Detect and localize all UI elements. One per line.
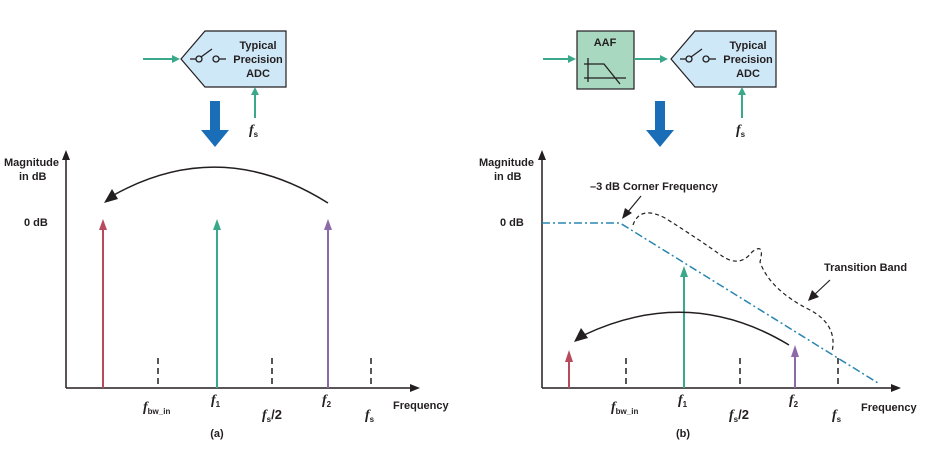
fs-label-b: fs [736,123,746,139]
y-label-a-2: in dB [19,171,47,183]
x-label-b: Frequency [861,402,918,414]
tick-label-f2-a: f2 [322,393,332,409]
aaf-block [576,30,635,90]
adc-label-b-2: Precision [723,54,773,66]
tone-f2-a [324,219,332,388]
tone-f1-b [680,266,688,388]
tick-label-f1-b: f1 [678,393,688,409]
adc-block-b [670,30,777,88]
tone-f1-a [213,219,221,388]
transition-band [632,212,834,353]
zero-db-b: 0 dB [500,217,524,229]
corner-arrow [626,195,642,214]
caption-b: (b) [676,428,690,440]
panel-b: AAF Typical Precision ADC fs [479,30,918,440]
input-arrowhead-a [172,55,180,63]
adc-label-a-1: Typical [239,40,276,52]
y-label-b-1: Magnitude [479,157,534,169]
y-label-b-2: in dB [494,171,522,183]
aaf-label: AAF [594,37,617,49]
down-arrow-b [646,101,674,147]
adc-label-b-3: ADC [736,68,760,80]
transition-arrow [812,279,831,297]
y-label-a-1: Magnitude [4,157,59,169]
tone-alias-b [565,350,573,388]
tick-label-fs-b: fs [832,408,842,424]
tick-label-fs2-b: fs/2 [729,407,749,424]
adc-label-a-2: Precision [233,54,283,66]
switch-icon-b [680,48,716,63]
fold-arrowhead-a [104,189,118,203]
lowpass-icon [584,58,626,85]
zero-db-a: 0 dB [24,217,48,229]
fold-arc-a [111,166,329,204]
fold-arc-b [583,311,790,346]
caption-a: (a) [210,428,224,440]
tick-label-f1-a: f1 [211,393,221,409]
transition-label: Transition Band [824,262,907,274]
tone-f2-b [791,345,799,388]
adc-label-a-3: ADC [246,68,270,80]
adc-block-a [180,30,287,88]
fs-label-a: fs [249,123,259,139]
switch-icon-a [190,48,226,63]
adc-label-b-1: Typical [729,40,766,52]
tick-label-fbw-b: fbw_in [611,400,638,416]
tick-label-fs-a: fs [365,408,375,424]
tick-label-fs2-a: fs/2 [262,407,282,424]
down-arrow-a [201,101,229,147]
tone-alias-a [99,219,107,388]
corner-label: –3 dB Corner Frequency [590,181,719,193]
panel-a: Typical Precision ADC fs Magnitude in dB… [4,30,450,440]
tick-label-f2-b: f2 [789,393,799,409]
tick-label-fbw-a: fbw_in [143,400,170,416]
x-label-a: Frequency [393,400,450,412]
